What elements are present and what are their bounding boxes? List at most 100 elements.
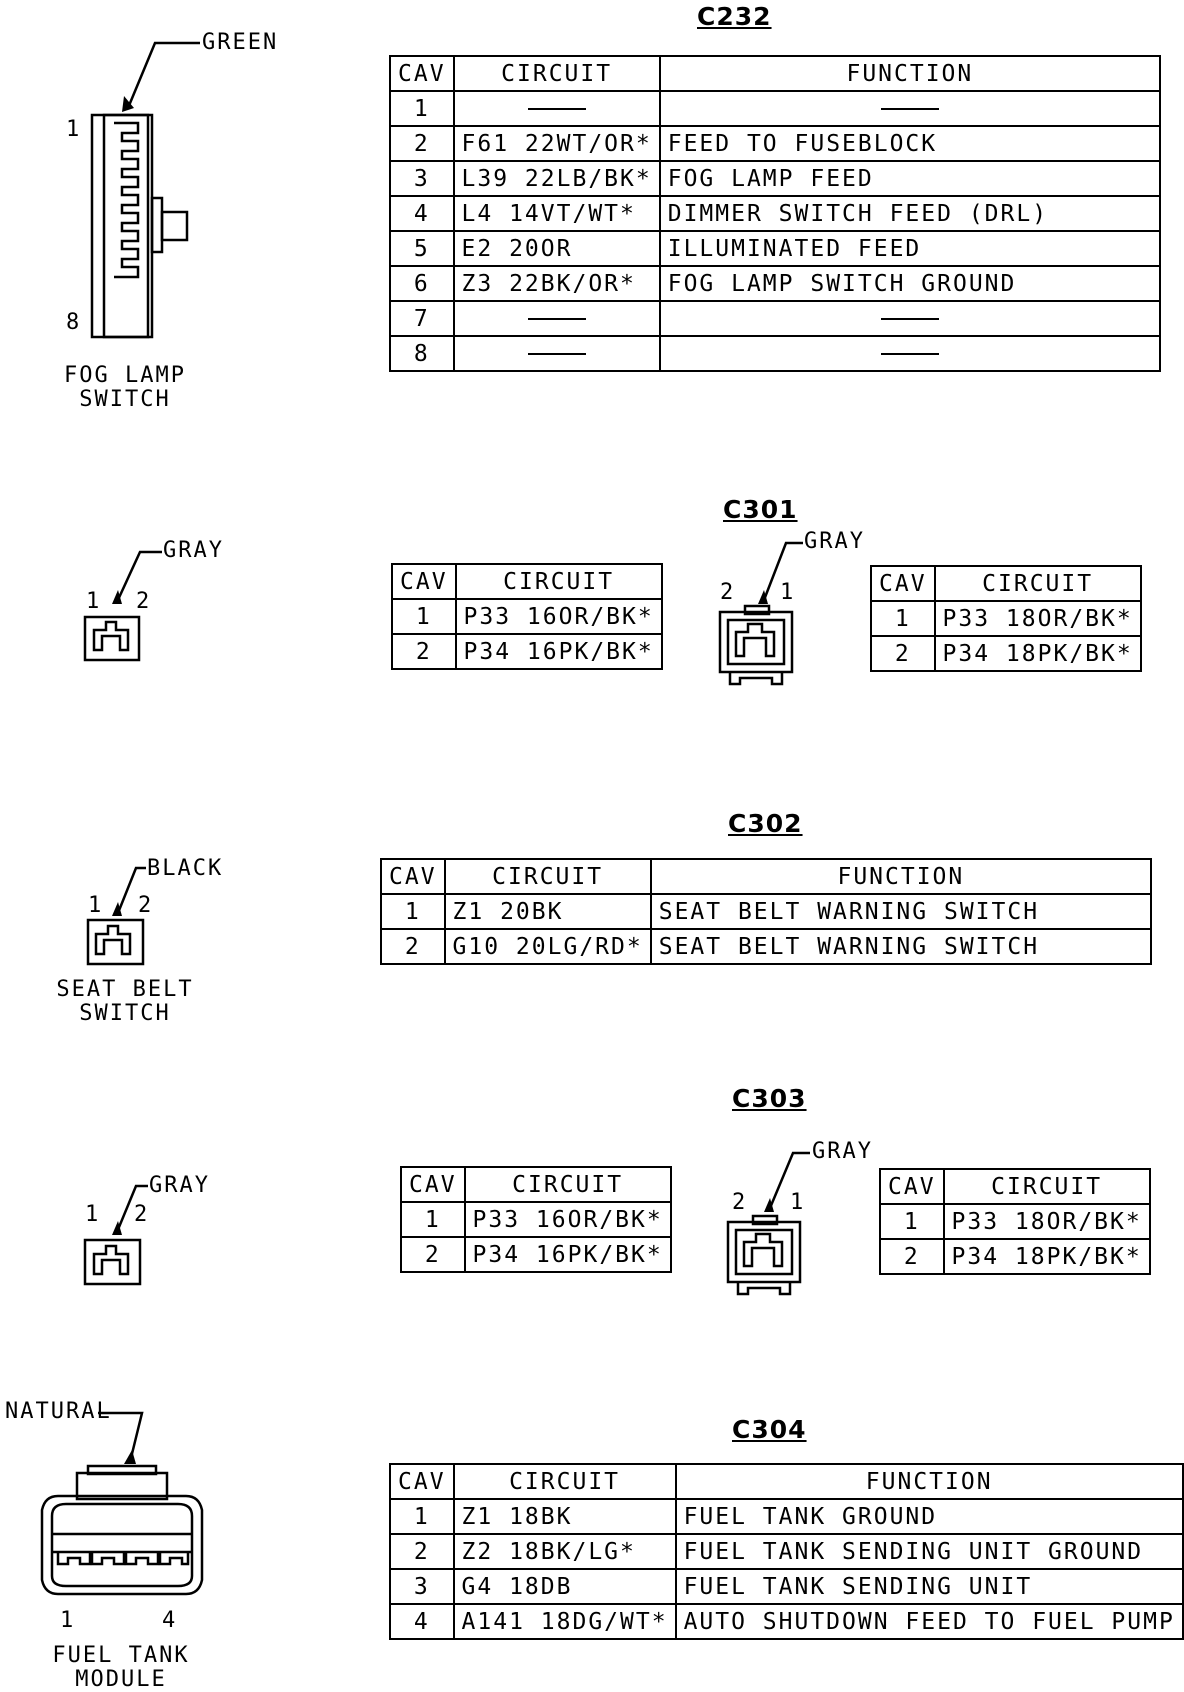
function-cell-blank	[658, 335, 1162, 372]
c301-left-color-label: GRAY	[163, 538, 224, 563]
cav-cell: 1	[389, 1498, 455, 1535]
circuit-cell: P33 18OR/BK*	[942, 1203, 1151, 1240]
table-row: 2 G10 20LG/RD* SEAT BELT WARNING SWITCH	[380, 928, 1153, 965]
table-row: 1 P33 18OR/BK*	[870, 600, 1142, 637]
cav-cell: 2	[400, 1236, 466, 1273]
cav-cell: 5	[389, 230, 455, 267]
function-cell-blank	[658, 90, 1162, 127]
cav-cell: 4	[389, 1603, 455, 1640]
circuit-cell: L4 14VT/WT*	[452, 195, 661, 232]
circuit-cell-blank	[452, 300, 661, 337]
function-cell-blank	[658, 300, 1162, 337]
circuit-cell: Z1 18BK	[452, 1498, 677, 1535]
c303-title: C303	[732, 1084, 807, 1113]
function-header: FUNCTION	[674, 1463, 1184, 1500]
fuel-tank-module-label: FUEL TANK MODULE	[36, 1644, 206, 1692]
table-row: 7	[389, 300, 1162, 337]
c301-left-pin2: 2	[136, 589, 152, 614]
circuit-cell: P34 16PK/BK*	[454, 633, 663, 670]
table-row: 1 Z1 18BK FUEL TANK GROUND	[389, 1498, 1184, 1535]
c301-title: C301	[723, 495, 798, 524]
function-header: FUNCTION	[658, 55, 1162, 92]
circuit-header: CIRCUIT	[463, 1166, 672, 1203]
circuit-cell: Z1 20BK	[443, 893, 652, 930]
function-cell: DIMMER SWITCH FEED (DRL)	[658, 195, 1162, 232]
c303-left-pin1: 1	[85, 1202, 101, 1227]
c303-mid-pin-left: 2	[732, 1190, 748, 1215]
cav-cell: 2	[879, 1238, 945, 1275]
cav-cell: 2	[389, 1533, 455, 1570]
table-row: 2 Z2 18BK/LG* FUEL TANK SENDING UNIT GRO…	[389, 1533, 1184, 1570]
circuit-cell: G4 18DB	[452, 1568, 677, 1605]
cav-header: CAV	[879, 1168, 945, 1205]
cav-header: CAV	[870, 565, 936, 602]
cav-cell: 1	[380, 893, 446, 930]
fog-lamp-switch-label: FOG LAMP SWITCH	[40, 364, 210, 412]
function-cell: FUEL TANK GROUND	[674, 1498, 1184, 1535]
c303-mid-color-label: GRAY	[812, 1139, 873, 1164]
cav-cell: 4	[389, 195, 455, 232]
circuit-cell: Z2 18BK/LG*	[452, 1533, 677, 1570]
cav-cell: 3	[389, 160, 455, 197]
table-row: 8	[389, 335, 1162, 372]
cav-header: CAV	[391, 563, 457, 600]
label-line: SEAT BELT	[56, 977, 194, 1002]
table-row: 2 P34 16PK/BK*	[391, 633, 663, 670]
circuit-header: CIRCUIT	[452, 1463, 677, 1500]
circuit-cell: F61 22WT/OR*	[452, 125, 661, 162]
cav-cell: 2	[380, 928, 446, 965]
cav-header: CAV	[389, 1463, 455, 1500]
cav-header: CAV	[380, 858, 446, 895]
fog-lamp-pin-last: 8	[66, 310, 82, 335]
table-row: 1 P33 18OR/BK*	[879, 1203, 1151, 1240]
circuit-cell: Z3 22BK/OR*	[452, 265, 661, 302]
label-line: FOG LAMP	[64, 363, 186, 388]
fuel-tank-pin-last: 4	[162, 1608, 178, 1633]
table-row: 1 P33 16OR/BK*	[400, 1201, 672, 1238]
c301-left-table: CAV CIRCUIT 1 P33 16OR/BK* 2 P34 16PK/BK…	[391, 563, 663, 670]
c302-title: C302	[728, 809, 803, 838]
table-row: 1 P33 16OR/BK*	[391, 598, 663, 635]
function-cell: SEAT BELT WARNING SWITCH	[649, 928, 1153, 965]
function-cell: FUEL TANK SENDING UNIT	[674, 1568, 1184, 1605]
seat-belt-pin1: 1	[88, 893, 104, 918]
label-line: SWITCH	[79, 1001, 171, 1026]
c302-table: CAV CIRCUIT FUNCTION 1 Z1 20BK SEAT BELT…	[380, 858, 1153, 965]
table-row: 4 L4 14VT/WT* DIMMER SWITCH FEED (DRL)	[389, 195, 1162, 232]
table-row: 3 G4 18DB FUEL TANK SENDING UNIT	[389, 1568, 1184, 1605]
circuit-cell: L39 22LB/BK*	[452, 160, 661, 197]
table-row: 3 L39 22LB/BK* FOG LAMP FEED	[389, 160, 1162, 197]
cav-cell: 3	[389, 1568, 455, 1605]
table-row: 2 P34 18PK/BK*	[870, 635, 1142, 672]
cav-cell: 7	[389, 300, 455, 337]
fog-lamp-color-label: GREEN	[202, 30, 279, 55]
table-row: 1	[389, 90, 1162, 127]
cav-header: CAV	[389, 55, 455, 92]
cav-cell: 1	[870, 600, 936, 637]
function-cell: FEED TO FUSEBLOCK	[658, 125, 1162, 162]
c303-left-pin2: 2	[134, 1202, 150, 1227]
circuit-cell-blank	[452, 335, 661, 372]
circuit-header: CIRCUIT	[443, 858, 652, 895]
c301-mid-pin-left: 2	[720, 580, 736, 605]
c232-table: CAV CIRCUIT FUNCTION 1 2 F61 22WT/OR* FE…	[389, 55, 1162, 372]
table-row: 2 P34 16PK/BK*	[400, 1236, 672, 1273]
c301-right-table: CAV CIRCUIT 1 P33 18OR/BK* 2 P34 18PK/BK…	[870, 565, 1142, 672]
c301-mid-pin-right: 1	[780, 580, 796, 605]
function-cell: AUTO SHUTDOWN FEED TO FUEL PUMP	[674, 1603, 1184, 1640]
cav-cell: 1	[389, 90, 455, 127]
cav-cell: 2	[391, 633, 457, 670]
circuit-cell: P34 18PK/BK*	[933, 635, 1142, 672]
circuit-cell: P33 18OR/BK*	[933, 600, 1142, 637]
circuit-header: CIRCUIT	[933, 565, 1142, 602]
function-cell: ILLUMINATED FEED	[658, 230, 1162, 267]
label-line: MODULE	[75, 1667, 167, 1692]
fuel-tank-pin-first: 1	[60, 1608, 76, 1633]
c301-left-pin1: 1	[86, 589, 102, 614]
cav-cell: 2	[389, 125, 455, 162]
circuit-cell-blank	[452, 90, 661, 127]
table-row: 5 E2 20OR ILLUMINATED FEED	[389, 230, 1162, 267]
cav-cell: 1	[879, 1203, 945, 1240]
circuit-cell: P33 16OR/BK*	[463, 1201, 672, 1238]
c303-mid-pin-right: 1	[790, 1190, 806, 1215]
